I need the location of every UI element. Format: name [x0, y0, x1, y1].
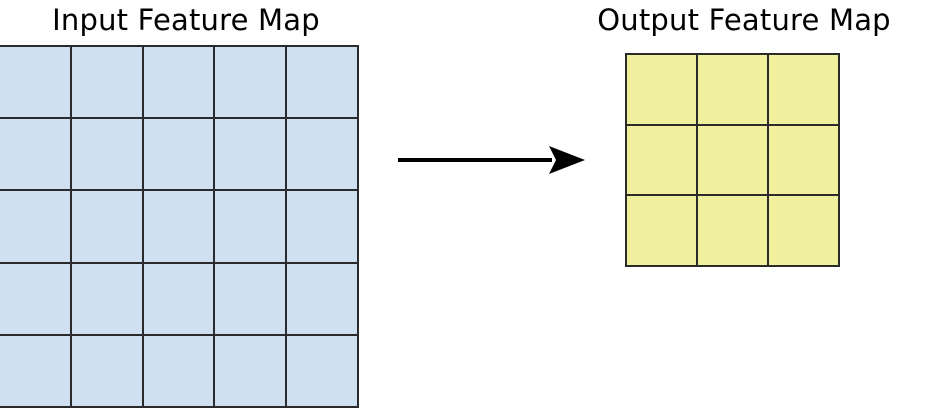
input-cell	[71, 263, 142, 334]
input-cell	[71, 47, 142, 118]
input-cell	[215, 263, 286, 334]
input-cell	[287, 263, 357, 334]
input-cell	[287, 335, 357, 406]
output-cell	[769, 125, 838, 195]
output-cell	[769, 196, 838, 265]
right-arrow-icon	[398, 146, 585, 174]
input-cell	[143, 263, 214, 334]
input-cell	[143, 119, 214, 190]
input-cell	[287, 191, 357, 262]
input-cell	[215, 191, 286, 262]
input-cell	[143, 47, 214, 118]
output-cell	[698, 55, 767, 124]
output-cell	[698, 196, 767, 265]
output-cell	[698, 125, 767, 195]
input-cell	[215, 119, 286, 190]
input-feature-map-title: Input Feature Map	[52, 3, 320, 37]
output-cell	[627, 125, 696, 195]
output-feature-map-title: Output Feature Map	[597, 3, 891, 37]
output-cell	[769, 55, 838, 124]
input-cell	[287, 119, 357, 190]
input-cell	[71, 191, 142, 262]
input-cell	[143, 191, 214, 262]
input-cell	[71, 119, 142, 190]
input-feature-map-grid	[0, 45, 359, 408]
input-cell	[0, 191, 70, 262]
output-cell	[627, 55, 696, 124]
input-cell	[215, 47, 286, 118]
input-cell	[287, 47, 357, 118]
output-feature-map-grid	[625, 53, 840, 267]
input-cell	[143, 335, 214, 406]
output-cell	[627, 196, 696, 265]
input-cell	[215, 335, 286, 406]
input-cell	[0, 263, 70, 334]
input-cell	[0, 119, 70, 190]
input-cell	[71, 335, 142, 406]
input-cell	[0, 47, 70, 118]
input-cell	[0, 335, 70, 406]
